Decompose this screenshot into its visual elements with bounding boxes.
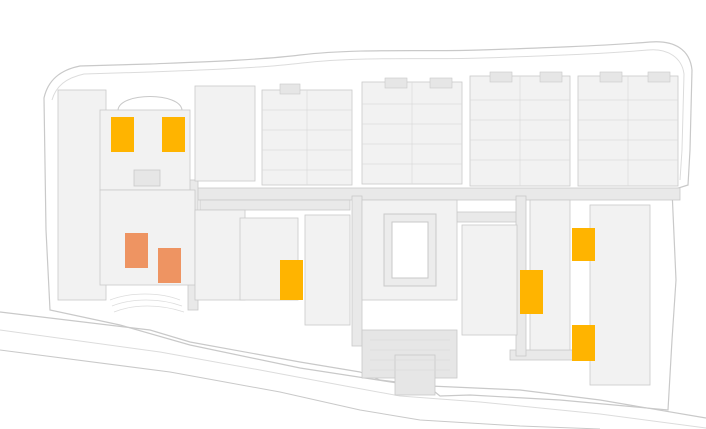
highlight-layer: [111, 117, 595, 361]
highlighted-building-h[interactable]: [572, 325, 595, 361]
central-courtyard: [361, 199, 458, 301]
highlighted-building-b[interactable]: [162, 117, 185, 152]
walkway-west: [199, 199, 351, 211]
west-plaza-steps: [109, 293, 185, 313]
walkway-east: [454, 211, 526, 223]
south-entrance-lines: [370, 339, 450, 371]
site-boundary-inner: [51, 49, 685, 181]
west-courtyard-arc: [117, 96, 183, 111]
highlighted-building-g[interactable]: [572, 228, 595, 261]
highlighted-building-a[interactable]: [111, 117, 134, 152]
highlighted-building-c[interactable]: [125, 233, 148, 268]
highlighted-building-d[interactable]: [158, 248, 181, 283]
main-walkway: [179, 187, 681, 201]
north-terrace-details: [262, 76, 678, 186]
north-terrace-caps: [279, 71, 671, 95]
north-terraces: [261, 75, 679, 187]
walkway-vertical-mid: [351, 195, 363, 347]
site-boundary: [43, 41, 693, 411]
road-edge-bottom: [0, 349, 601, 429]
road-edge-mid: [0, 329, 706, 429]
highlighted-building-e[interactable]: [280, 260, 303, 300]
west-tower: [133, 169, 161, 187]
highlighted-building-f[interactable]: [520, 270, 543, 314]
middle-buildings: [239, 199, 651, 386]
